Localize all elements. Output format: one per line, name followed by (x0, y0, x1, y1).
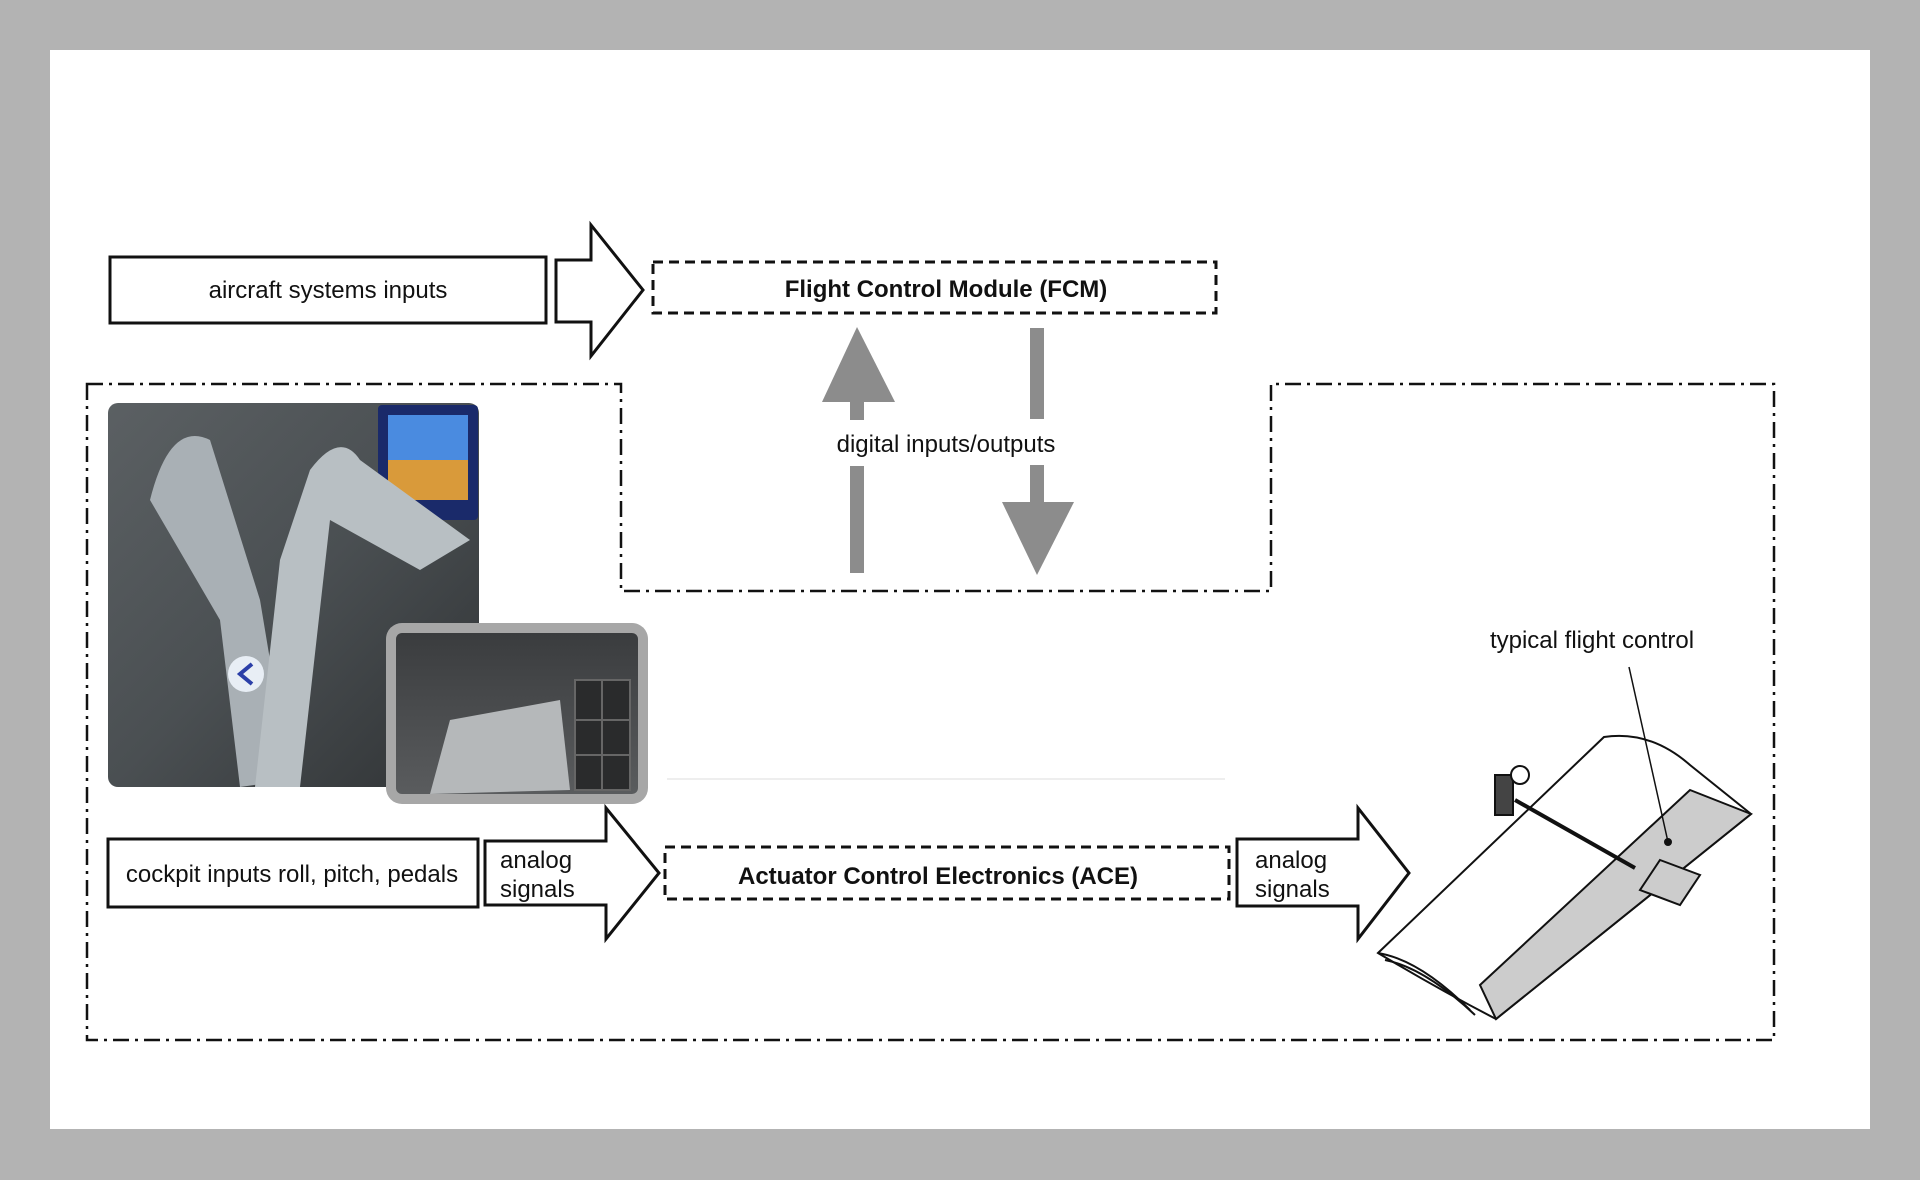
up-arrow-icon (822, 327, 895, 573)
ace-label: Actuator Control Electronics (ACE) (738, 863, 1138, 890)
flight-control-surface-drawing (1376, 666, 1753, 1021)
analog-signals-label-2-line2: signals (1255, 876, 1330, 903)
digital-io-label: digital inputs/outputs (837, 431, 1056, 458)
fcm-label: Flight Control Module (FCM) (785, 276, 1108, 303)
cockpit-inputs-label: cockpit inputs roll, pitch, pedals (126, 861, 458, 888)
cockpit-pedals-inset-image (386, 623, 648, 804)
analog-arrow-to-flight-control (1235, 803, 1411, 944)
fcm-box (651, 260, 1218, 315)
analog-signals-label-2-line1: analog (1255, 847, 1327, 874)
arrow-to-fcm (554, 220, 645, 361)
ace-box (663, 845, 1231, 901)
cockpit-inputs-box (106, 837, 480, 909)
aircraft-systems-inputs-box (108, 255, 548, 325)
flight-control-label: typical flight control (1490, 627, 1694, 654)
down-arrow-icon (1002, 328, 1074, 575)
analog-signals-label-1-line1: analog (500, 847, 572, 874)
analog-signals-label-1-line2: signals (500, 876, 575, 903)
cockpit-region-boundary (85, 382, 1776, 1042)
analog-arrow-to-ace (483, 803, 661, 944)
aircraft-systems-inputs-label: aircraft systems inputs (209, 277, 448, 304)
